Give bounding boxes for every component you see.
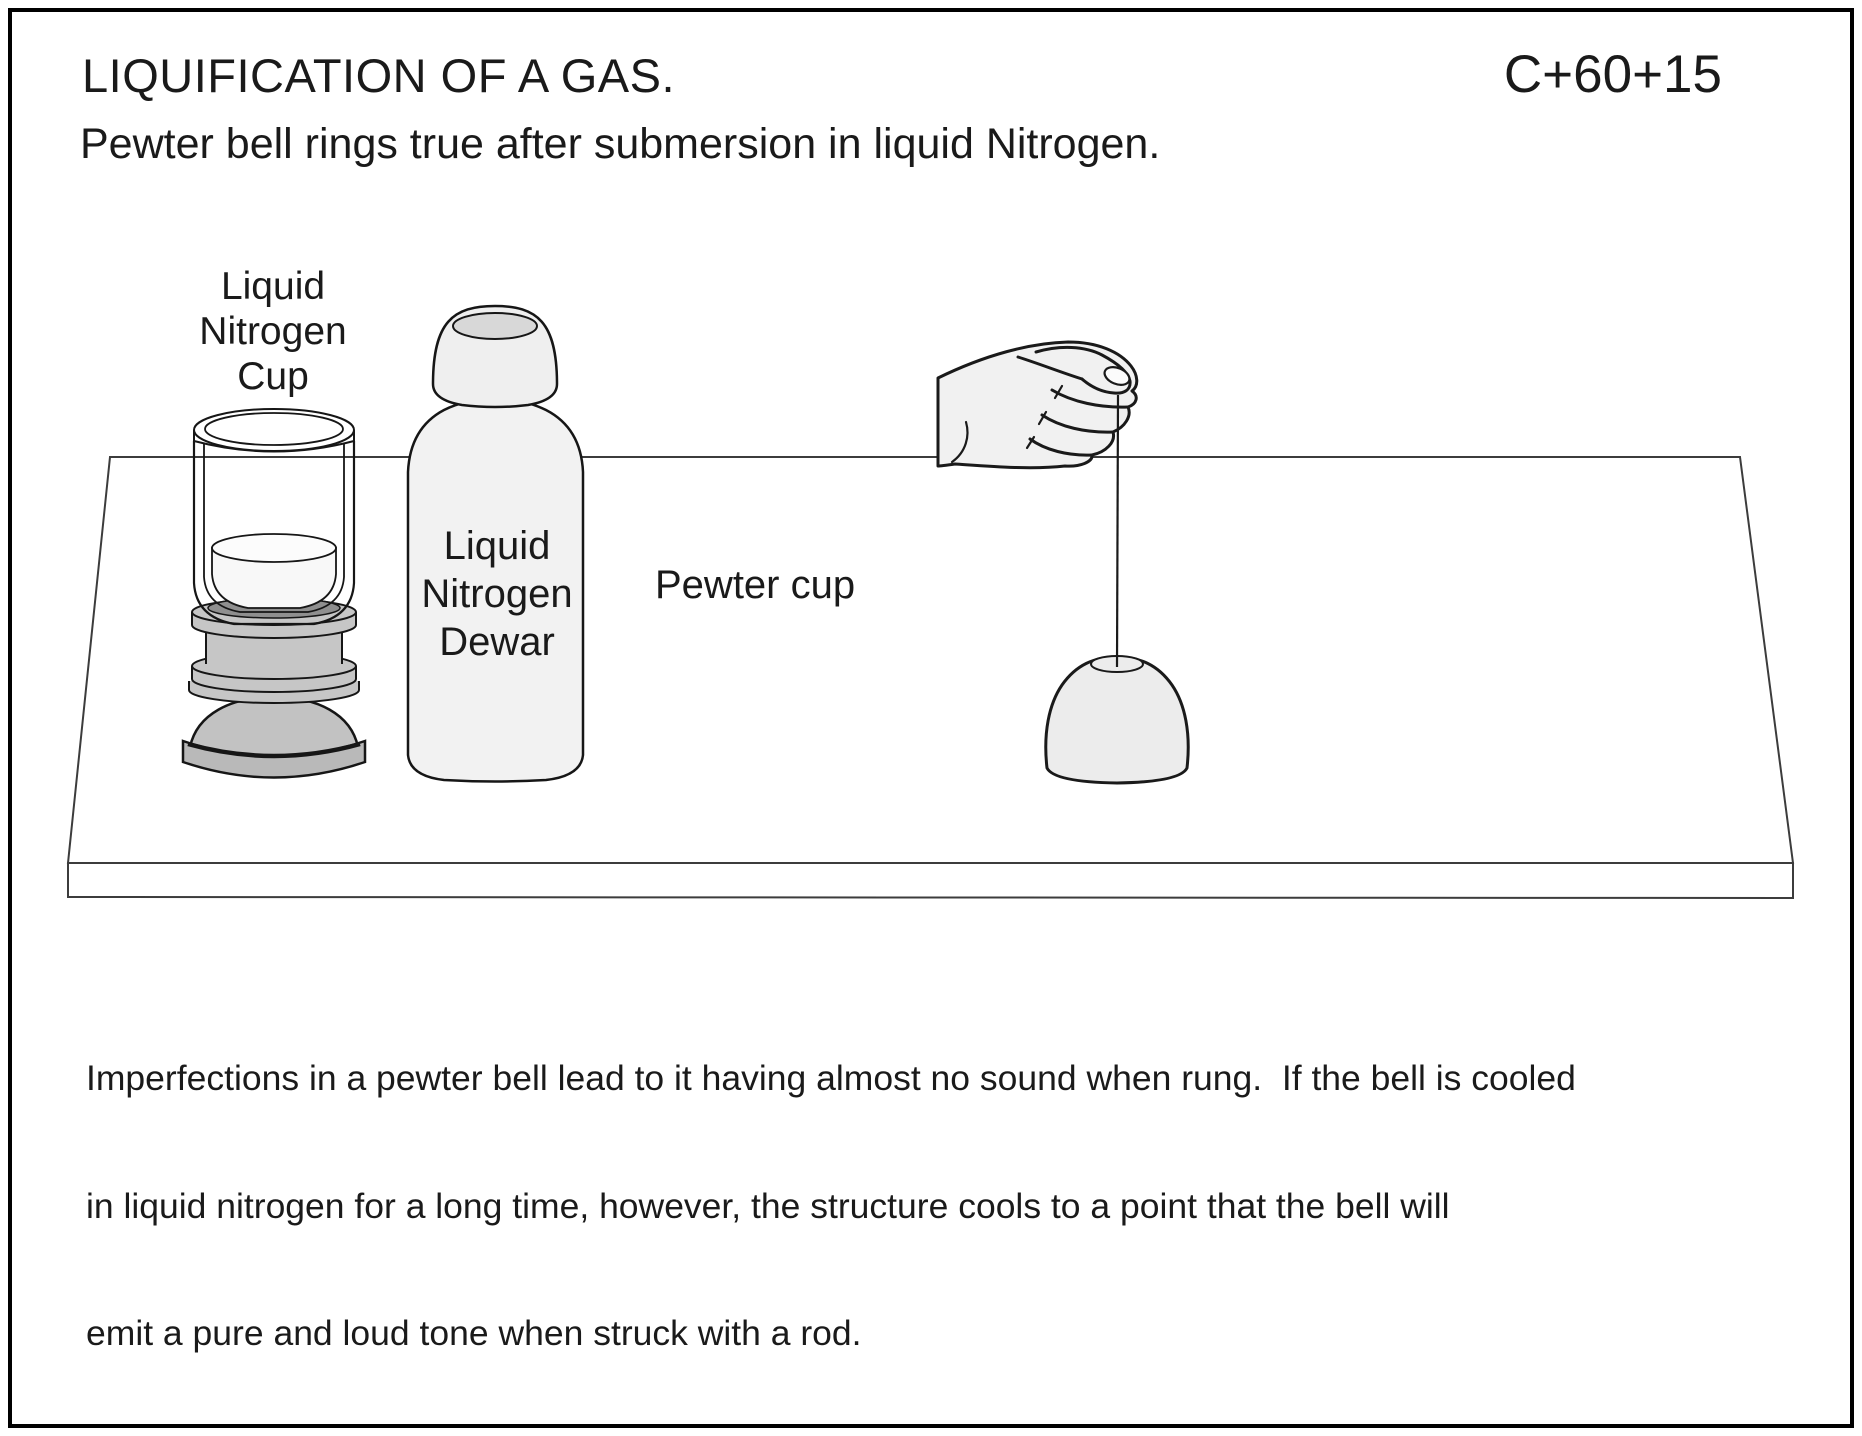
label-line: Cup — [237, 355, 309, 398]
string-line — [1115, 394, 1120, 668]
finger-line-3 — [1028, 437, 1094, 457]
dewar-cap-top — [452, 312, 538, 340]
liquid-nitrogen-dewar — [406, 304, 585, 783]
label-line: Liquid — [220, 265, 326, 308]
liquid-surface — [211, 533, 337, 563]
palm-heel-crease — [950, 420, 969, 464]
label-line: Nitrogen — [421, 572, 573, 616]
page-title: LIQUIFICATION OF A GAS. — [82, 49, 676, 102]
caption-line: in liquid nitrogen for a long time, howe… — [86, 1185, 1450, 1226]
finger-crease-2 — [1037, 410, 1048, 426]
finger-crease-1 — [1053, 384, 1064, 400]
hand-illustration — [936, 340, 1139, 470]
beaker-inner-wall — [203, 444, 345, 613]
index-web-line — [1016, 355, 1084, 381]
caption-line: emit a pure and loud tone when struck wi… — [86, 1313, 862, 1353]
finger-line-2 — [1040, 413, 1115, 434]
finger-crease-3 — [1025, 435, 1036, 450]
bell-body — [1044, 655, 1190, 785]
table-front-edge — [67, 862, 1794, 900]
label-line: Liquid — [443, 524, 551, 568]
base-junction-line — [187, 741, 361, 759]
beaker-rim-inner — [204, 412, 344, 446]
caption: Imperfections in a pewter bell lead to i… — [86, 972, 1576, 1397]
dewar-body — [406, 397, 585, 783]
label-pewter-cup: Pewter cup — [655, 563, 856, 607]
caption-line: Imperfections in a pewter bell lead to i… — [86, 1058, 1576, 1098]
label-liquid-nitrogen-dewar: Liquid Nitrogen Dewar — [377, 522, 617, 666]
label-line: Dewar — [439, 620, 555, 664]
liquid-nitrogen-cup-glass — [192, 408, 356, 626]
beaker-rim-outer — [193, 408, 355, 452]
catalog-code: C+60+15 — [1503, 45, 1722, 104]
label-liquid-nitrogen-cup: Liquid Nitrogen Cup — [153, 264, 393, 399]
beaker-outer-wall — [192, 441, 356, 626]
thumb-nail — [1103, 366, 1131, 386]
page-border — [8, 8, 1854, 1428]
hand-silhouette — [936, 340, 1139, 470]
page-subtitle: Pewter bell rings true after submersion … — [80, 120, 1161, 168]
cup-stand — [181, 597, 367, 779]
label-line: Nitrogen — [199, 310, 347, 353]
